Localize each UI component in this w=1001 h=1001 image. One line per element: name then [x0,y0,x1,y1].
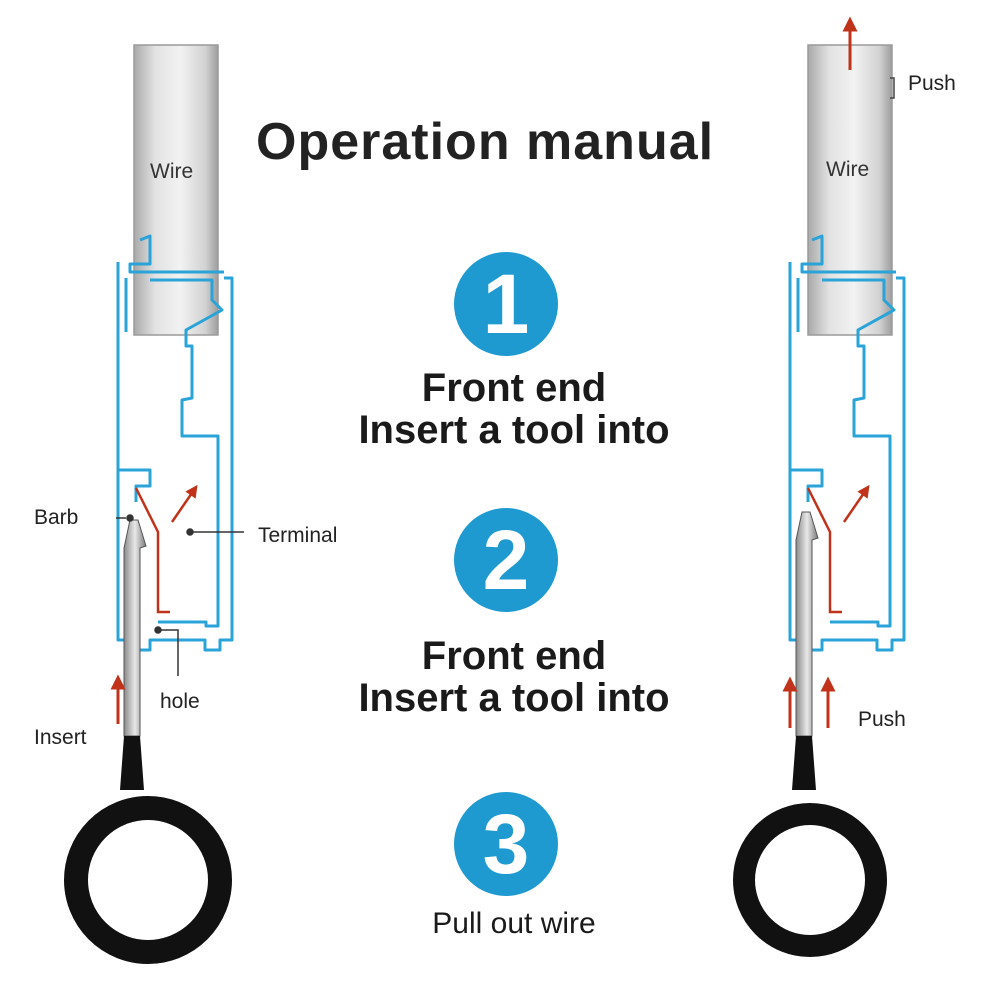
right-wire [807,44,893,336]
left-diagram [64,44,244,964]
push-top-label: Push [908,72,956,95]
right-terminal-arrow [842,484,870,523]
step-2-badge: 2 [454,508,558,612]
step-2-line-2: Insert a tool into [358,676,670,720]
right-wire-label: Wire [826,158,870,181]
step-3-line-1: Pull out wire [432,907,596,940]
barb-label: Barb [34,506,79,529]
right-diagram [733,16,906,957]
left-terminal-arrow [170,484,198,523]
step-3-badge: 3 [454,792,558,896]
right-push-bracket [890,77,895,99]
page-title: Operation manual [256,113,715,171]
right-tool [733,511,887,957]
hole-label: hole [160,690,200,713]
step-1-badge: 1 [454,252,558,356]
insert-label: Insert [34,726,87,749]
left-wire [133,44,219,336]
step-2-line-1: Front end [421,634,607,678]
step-1-line-2: Insert a tool into [358,408,670,452]
left-tool [64,519,232,964]
step-1-line-1: Front end [421,366,607,410]
terminal-label: Terminal [258,524,338,547]
push-bottom-label: Push [858,708,906,731]
left-wire-label: Wire [150,160,194,183]
right-terminal [806,487,842,614]
left-terminal [134,487,170,614]
left-leaders [116,514,244,676]
